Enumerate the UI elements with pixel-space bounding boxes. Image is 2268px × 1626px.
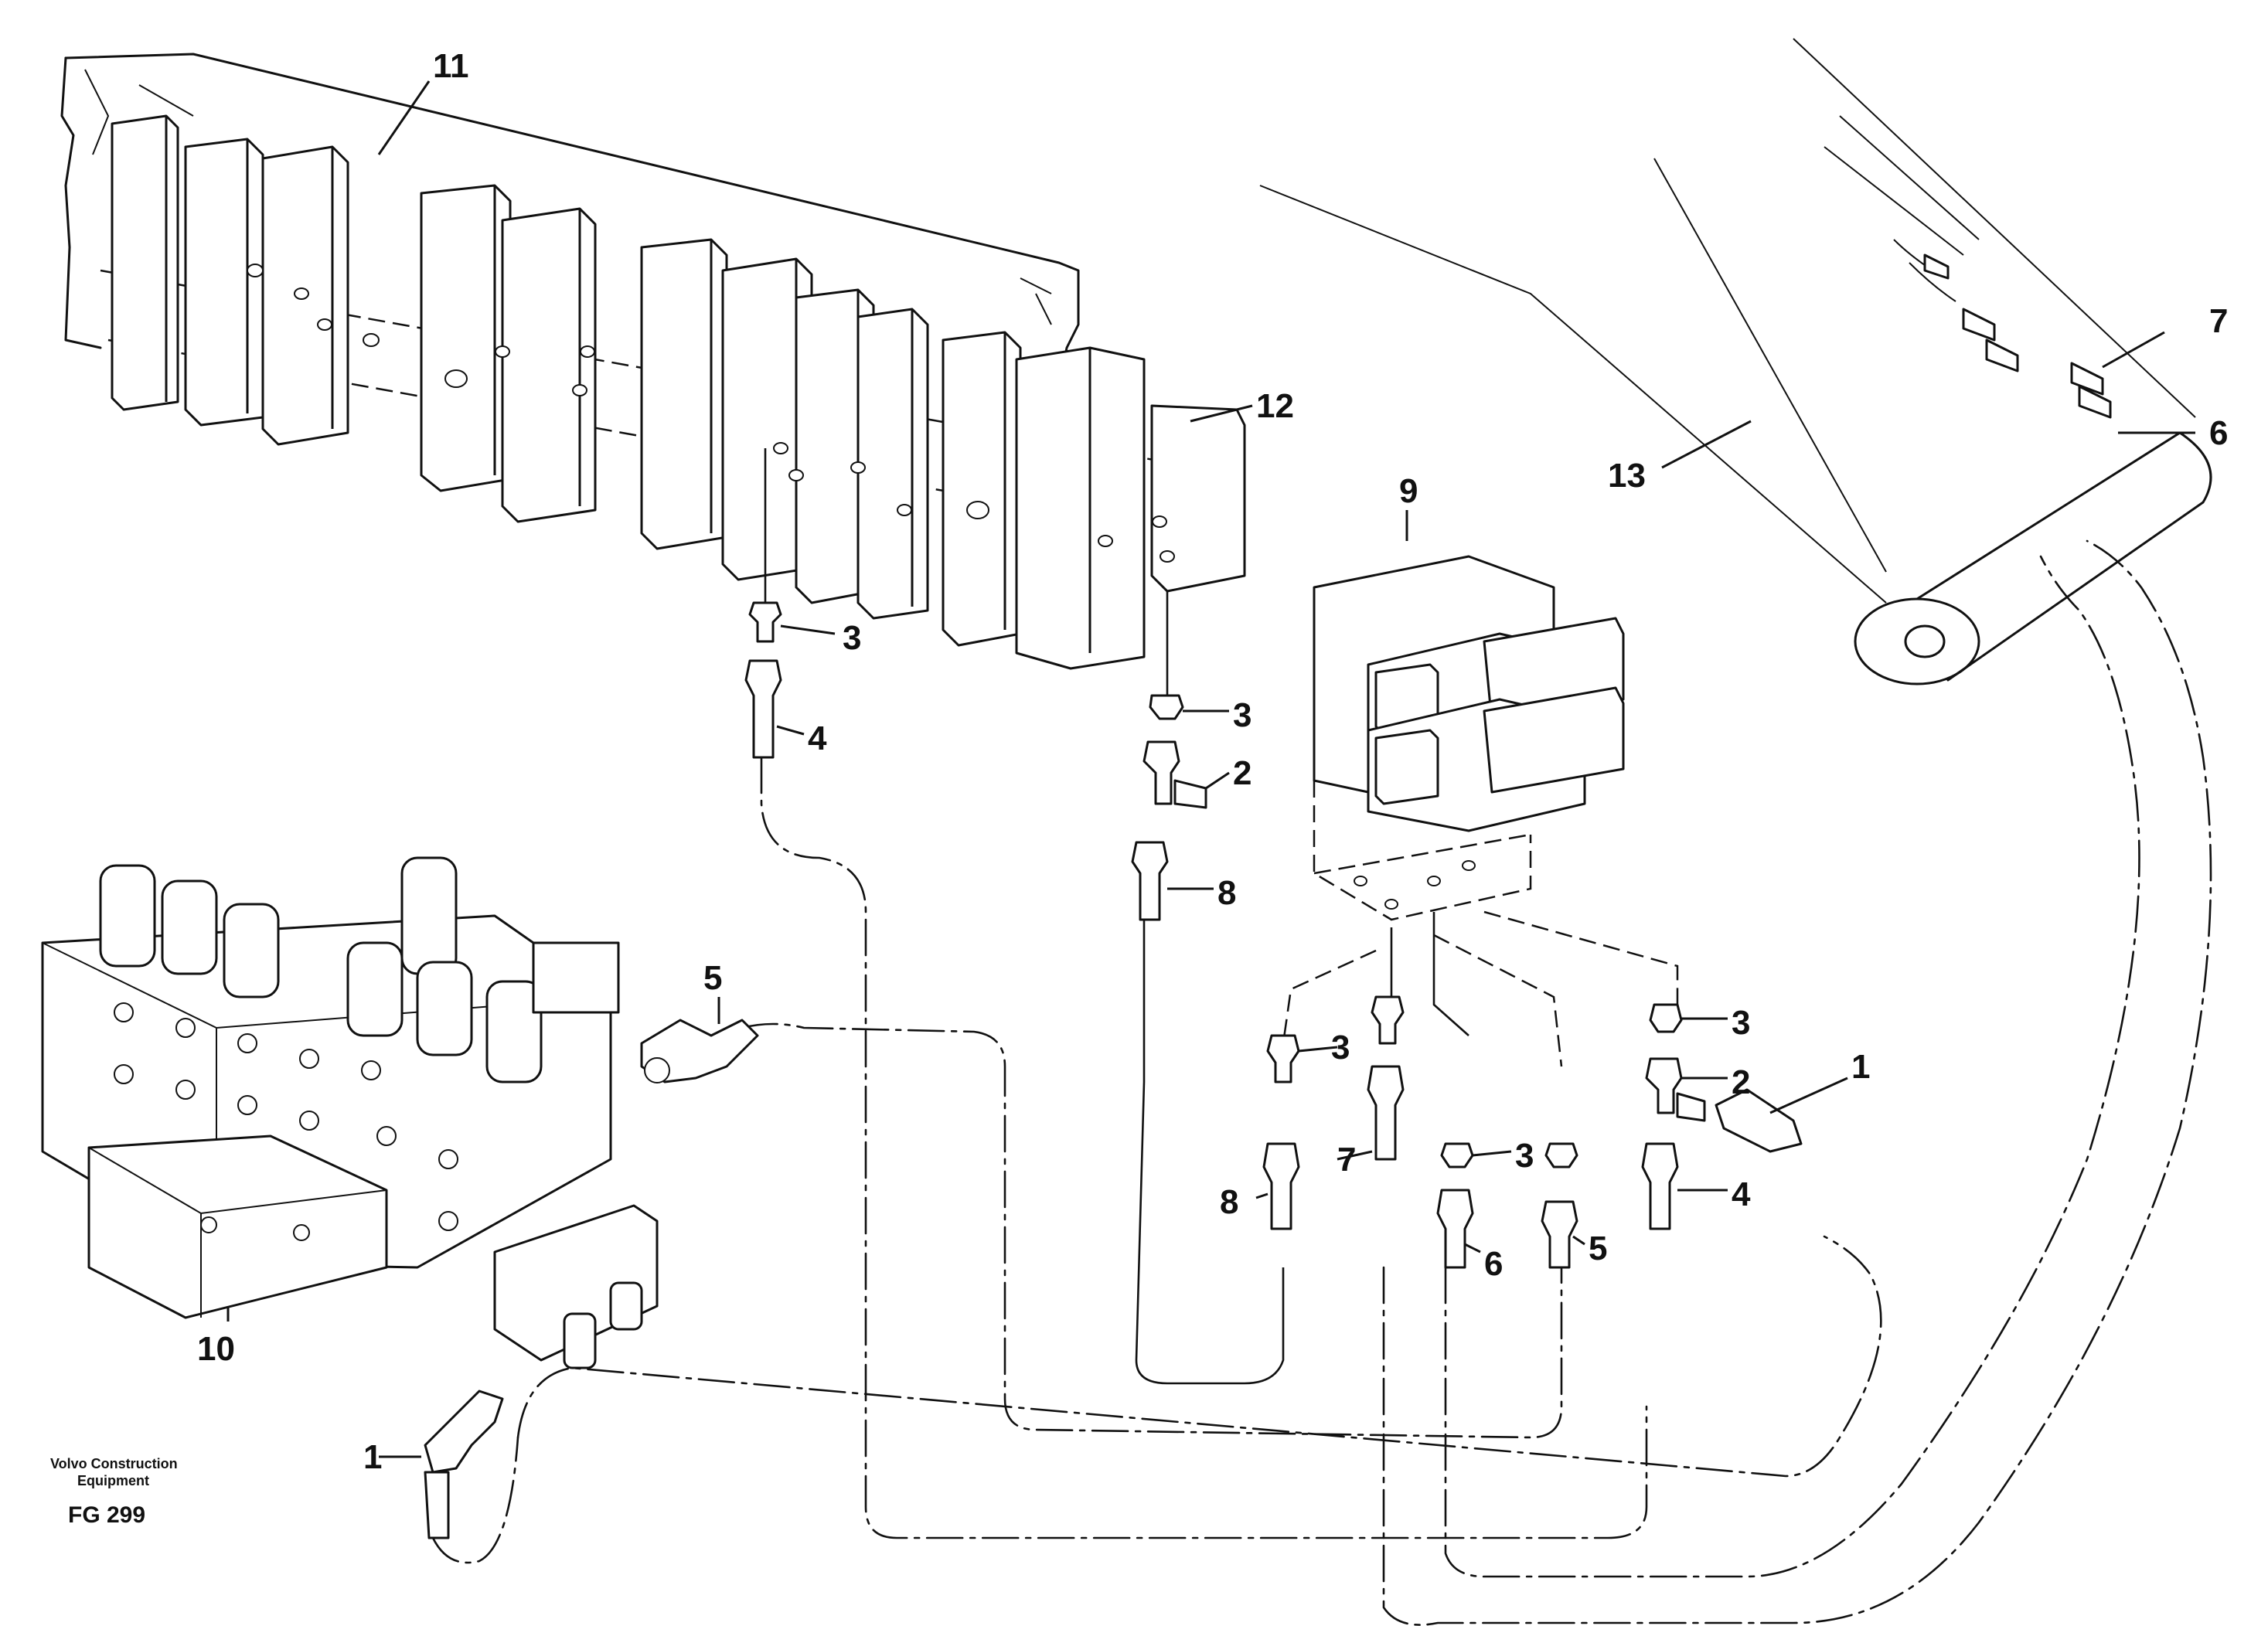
svg-text:3: 3 — [1331, 1029, 1350, 1066]
solenoid-caps — [99, 856, 620, 1083]
callout-4-right: 4 — [1677, 1175, 1751, 1213]
svg-text:3: 3 — [1515, 1137, 1534, 1175]
valve-block-10 — [942, 331, 1022, 647]
callout-3-upper-right: 3 — [1183, 696, 1251, 734]
callout-4-upper-left: 4 — [776, 719, 827, 757]
svg-text:5: 5 — [703, 959, 722, 997]
callout-7-upper: 7 — [2102, 302, 2228, 369]
valve-block-end-cap — [1150, 404, 1246, 593]
valve-block-4 — [420, 184, 512, 492]
svg-text:3: 3 — [1233, 696, 1251, 734]
solenoid-valve-9 — [1313, 555, 1625, 921]
svg-text:13: 13 — [1608, 457, 1646, 495]
callout-8-upper-right: 8 — [1167, 874, 1236, 912]
valve-block-1 — [111, 114, 179, 411]
main-control-valve — [41, 856, 659, 1369]
valve-block-5 — [501, 207, 597, 523]
svg-text:6: 6 — [2209, 414, 2228, 452]
valve-bank-ports — [247, 264, 1175, 563]
callout-1-lower-left: 1 — [363, 1438, 421, 1476]
svg-text:5: 5 — [1589, 1230, 1607, 1267]
svg-text:8: 8 — [1217, 874, 1236, 912]
footer-brand: Volvo Construction Equipment FG 299 — [50, 1456, 178, 1528]
svg-text:7: 7 — [2209, 302, 2228, 340]
callout-11: 11 — [377, 47, 469, 155]
svg-text:4: 4 — [1732, 1175, 1751, 1213]
callout-9: 9 — [1399, 472, 1418, 541]
callout-5-lower-valve: 5 — [703, 959, 722, 1024]
callout-7-middle: 7 — [1337, 1141, 1373, 1179]
solenoid-valve-bank-upper — [60, 53, 1246, 670]
callout-2-right: 2 — [1681, 1063, 1750, 1101]
callout-3-right: 3 — [1681, 1004, 1750, 1042]
svg-text:2: 2 — [1233, 754, 1251, 792]
brand-line-1: Volvo Construction — [50, 1456, 178, 1471]
svg-text:1: 1 — [363, 1438, 382, 1476]
valve-ports — [114, 1002, 458, 1241]
callout-3-upper-left: 3 — [780, 619, 861, 657]
brand-line-2: Equipment — [77, 1473, 149, 1488]
callout-5-lower: 5 — [1572, 1230, 1607, 1267]
callout-10: 10 — [197, 1306, 235, 1368]
hose-routes — [431, 448, 2212, 1626]
valve-block-11 — [1015, 346, 1146, 670]
svg-text:8: 8 — [1220, 1183, 1238, 1221]
callouts: 11 12 3 4 3 2 8 9 13 7 6 5 3 7 8 3 6 5 3… — [197, 47, 2228, 1476]
callout-1-right: 1 — [1769, 1048, 1870, 1114]
svg-text:3: 3 — [843, 619, 861, 657]
svg-text:6: 6 — [1484, 1245, 1503, 1283]
callout-3-middle: 3 — [1298, 1029, 1350, 1066]
callout-13: 13 — [1608, 420, 1752, 495]
valve-block-6 — [640, 238, 728, 550]
svg-text:3: 3 — [1732, 1004, 1750, 1042]
svg-text:1: 1 — [1851, 1048, 1870, 1086]
valve-block-2 — [184, 138, 264, 427]
svg-text:11: 11 — [433, 47, 469, 85]
svg-text:2: 2 — [1732, 1063, 1750, 1101]
svg-text:7: 7 — [1337, 1141, 1356, 1179]
valve-block-9 — [856, 308, 929, 620]
fittings — [424, 601, 1803, 1539]
callout-2-upper-right: 2 — [1205, 754, 1251, 792]
callout-12: 12 — [1190, 387, 1294, 425]
svg-text:4: 4 — [808, 719, 827, 757]
figure-code: FG 299 — [68, 1502, 145, 1528]
callout-6-upper: 6 — [2118, 414, 2228, 452]
svg-text:9: 9 — [1399, 472, 1418, 510]
boom-13 — [1259, 38, 2212, 685]
callout-8-middle: 8 — [1220, 1183, 1269, 1221]
svg-text:12: 12 — [1256, 387, 1294, 425]
callout-6-lower: 6 — [1464, 1243, 1503, 1283]
callout-3-lower: 3 — [1472, 1137, 1534, 1175]
svg-text:10: 10 — [197, 1330, 235, 1368]
